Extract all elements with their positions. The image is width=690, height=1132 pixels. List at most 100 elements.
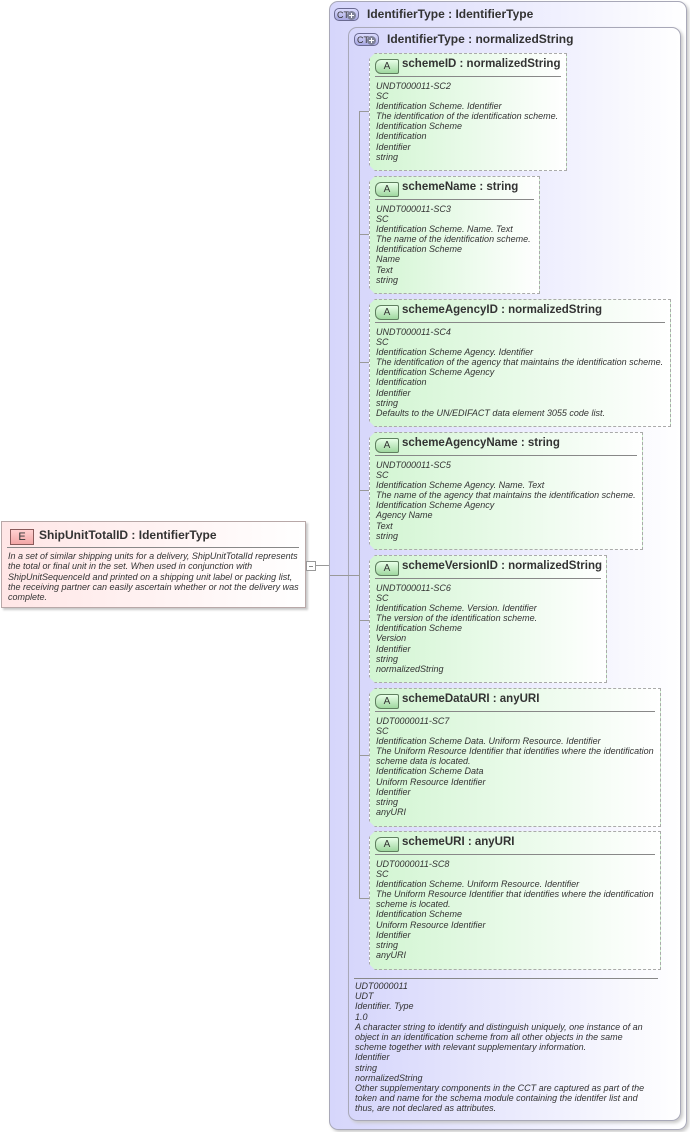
doc-line: Uniform Resource Identifier	[376, 919, 486, 930]
attribute-title: schemeAgencyName : string	[402, 437, 560, 449]
attribute-scheme-id[interactable]: A schemeID : normalizedString UNDT000011…	[369, 53, 567, 171]
doc-line: Identification Scheme	[376, 623, 463, 634]
doc-line: Identification	[376, 377, 427, 388]
doc-line: scheme is located.	[376, 899, 451, 910]
attribute-icon: A	[375, 561, 399, 576]
doc-line: scheme data is located.	[376, 756, 471, 767]
doc-line: SC	[376, 337, 389, 348]
doc-line: Other supplementary components in the CC…	[355, 1083, 645, 1094]
doc-line: The name of the agency that maintains th…	[376, 490, 636, 501]
attribute-header: A schemeAgencyID : normalizedString	[375, 304, 665, 323]
doc-line: The version of the identification scheme…	[376, 613, 538, 624]
element-ship-unit-total-id[interactable]: E ShipUnitTotalID : IdentifierType In a …	[1, 521, 306, 608]
doc-line: UDT0000011-SC8	[376, 859, 450, 869]
attribute-scheme-data-uri[interactable]: A schemeDataURI : anyURI UDT0000011-SC7 …	[369, 688, 661, 827]
outer-complex-type-title: IdentifierType : IdentifierType	[367, 7, 534, 21]
attribute-header: A schemeID : normalizedString	[375, 58, 561, 77]
doc-line: UDT	[355, 991, 374, 1002]
attribute-header: A schemeName : string	[375, 181, 534, 200]
doc-line: SC	[376, 869, 389, 880]
collapse-toggle-icon[interactable]	[306, 561, 316, 571]
element-title: ShipUnitTotalID : IdentifierType	[39, 528, 217, 542]
attribute-documentation: UDT0000011-SC7 SC Identification Scheme …	[376, 716, 656, 817]
expand-plus-icon	[367, 36, 376, 45]
doc-line: Identification Scheme Agency	[376, 500, 495, 511]
attribute-title: schemeAgencyID : normalizedString	[402, 304, 603, 316]
doc-line: anyURI	[376, 949, 407, 960]
attribute-icon: A	[375, 182, 399, 197]
doc-line: The Uniform Resource Identifier that ide…	[376, 746, 654, 757]
attribute-scheme-agency-name[interactable]: A schemeAgencyName : string UNDT000011-S…	[369, 432, 643, 550]
doc-line: normalizedString	[355, 1072, 423, 1083]
doc-line: Identification Scheme Data. Uniform Reso…	[376, 736, 601, 747]
doc-line: Identification Scheme. Uniform Resource.…	[376, 879, 580, 890]
doc-line: the total or final unit in the set. When…	[8, 561, 253, 572]
attribute-icon: A	[375, 438, 399, 453]
doc-line: string	[376, 796, 399, 807]
doc-line: Text	[376, 520, 393, 531]
doc-line: string	[376, 397, 399, 408]
doc-line: UNDT000011-SC2	[376, 81, 451, 91]
doc-line: Identification	[376, 131, 427, 142]
ct-badge-label: CT	[337, 10, 349, 20]
attribute-icon: A	[375, 59, 399, 74]
attribute-documentation: UNDT000011-SC5 SC Identification Scheme …	[376, 460, 638, 541]
doc-line: Defaults to the UN/EDIFACT data element …	[376, 407, 605, 418]
doc-line: token and name for the schema module con…	[355, 1093, 638, 1104]
doc-line: SC	[376, 726, 389, 737]
doc-line: The identification of the agency that ma…	[376, 357, 664, 368]
doc-line: Identifier	[376, 141, 411, 152]
doc-line: Identification Scheme. Version. Identifi…	[376, 603, 537, 614]
complex-type-icon: CT	[334, 8, 359, 21]
connector-trunk	[359, 111, 360, 899]
doc-line: Name	[376, 254, 401, 265]
doc-line: Version	[376, 633, 407, 644]
doc-line: Agency Name	[376, 510, 433, 521]
doc-line: The name of the identification scheme.	[376, 234, 531, 245]
doc-line: string	[376, 939, 399, 950]
ct-badge-label: CT	[357, 35, 369, 45]
doc-line: Identification Scheme Agency. Identifier	[376, 347, 534, 358]
doc-line: A character string to identify and disti…	[355, 1021, 643, 1032]
connector-line	[330, 575, 360, 576]
attribute-scheme-version-id[interactable]: A schemeVersionID : normalizedString UND…	[369, 555, 607, 683]
doc-line: The identification of the identification…	[376, 111, 559, 122]
doc-line: string	[376, 151, 399, 162]
doc-line: scheme together with relevant supplement…	[355, 1042, 587, 1053]
connector-line	[359, 111, 370, 112]
doc-line: Identification Scheme Agency	[376, 367, 495, 378]
doc-line: thus, are not declared as attributes.	[355, 1103, 497, 1114]
attribute-header: A schemeDataURI : anyURI	[375, 693, 655, 712]
complex-type-documentation: UDT0000011 UDT Identifier. Type 1.0 A ch…	[355, 981, 665, 1114]
attribute-title: schemeID : normalizedString	[402, 58, 561, 70]
attribute-documentation: UNDT000011-SC6 SC Identification Scheme.…	[376, 583, 602, 674]
attribute-documentation: UNDT000011-SC2 SC Identification Scheme.…	[376, 81, 562, 162]
doc-line: SC	[376, 91, 389, 102]
doc-line: string	[376, 530, 399, 541]
doc-line: Identification Scheme Agency. Name. Text	[376, 480, 545, 491]
element-icon: E	[10, 529, 34, 545]
attribute-title: schemeURI : anyURI	[402, 836, 515, 848]
attribute-scheme-agency-id[interactable]: A schemeAgencyID : normalizedString UNDT…	[369, 299, 671, 427]
attribute-scheme-name[interactable]: A schemeName : string UNDT000011-SC3 SC …	[369, 176, 540, 294]
doc-line: normalizedString	[376, 663, 444, 674]
element-header: E ShipUnitTotalID : IdentifierType	[7, 527, 299, 548]
attribute-scheme-uri[interactable]: A schemeURI : anyURI UDT0000011-SC8 SC I…	[369, 831, 661, 970]
connector-line	[316, 565, 330, 566]
doc-line: In a set of similar shipping units for a…	[8, 551, 298, 561]
connector-line	[359, 234, 370, 235]
expand-plus-icon	[347, 11, 356, 20]
doc-line: Identification Scheme	[376, 244, 463, 255]
doc-line: UDT0000011	[355, 981, 408, 991]
inner-complex-type-title: IdentifierType : normalizedString	[387, 32, 574, 46]
doc-line: UNDT000011-SC5	[376, 460, 451, 470]
doc-line: Identifier	[376, 929, 411, 940]
doc-line: Identification Scheme. Name. Text	[376, 224, 513, 235]
doc-line: string	[376, 653, 399, 664]
doc-line: UNDT000011-SC3	[376, 204, 451, 214]
doc-line: complete.	[8, 592, 48, 603]
attribute-header: A schemeURI : anyURI	[375, 836, 655, 855]
attribute-documentation: UDT0000011-SC8 SC Identification Scheme.…	[376, 859, 656, 960]
doc-line: string	[376, 274, 399, 285]
doc-line: Identifier	[376, 387, 411, 398]
